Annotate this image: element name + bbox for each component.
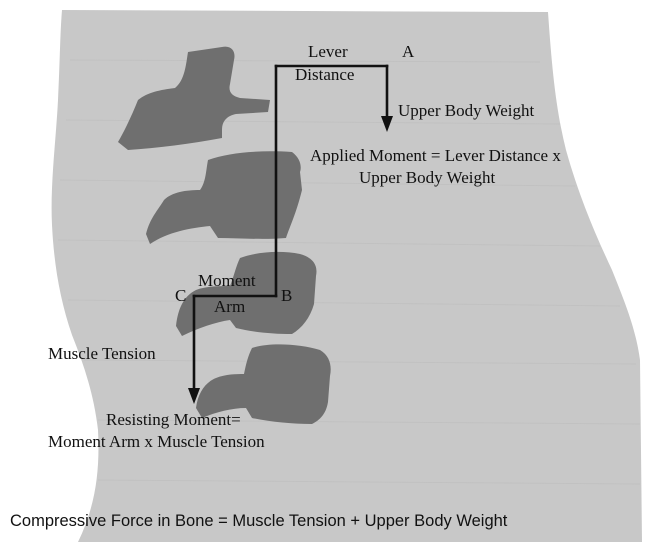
point-a-label: A	[402, 42, 414, 62]
lever-label: Lever	[308, 42, 348, 62]
point-c-label: C	[175, 286, 186, 306]
compressive-force-caption: Compressive Force in Bone = Muscle Tensi…	[10, 511, 507, 531]
muscle-tension-label: Muscle Tension	[48, 344, 156, 364]
applied-moment-formula-line1: Applied Moment = Lever Distance x	[310, 146, 561, 166]
resisting-moment-formula-line1: Resisting Moment=	[106, 410, 241, 430]
upper-body-weight-label: Upper Body Weight	[398, 101, 534, 121]
point-b-label: B	[281, 286, 292, 306]
resisting-moment-formula-line2: Moment Arm x Muscle Tension	[48, 432, 265, 452]
distance-label: Distance	[295, 65, 354, 85]
moment-label: Moment	[198, 271, 256, 291]
arm-label: Arm	[214, 297, 245, 317]
applied-moment-formula-line2: Upper Body Weight	[359, 168, 495, 188]
body-silhouette	[52, 10, 642, 542]
